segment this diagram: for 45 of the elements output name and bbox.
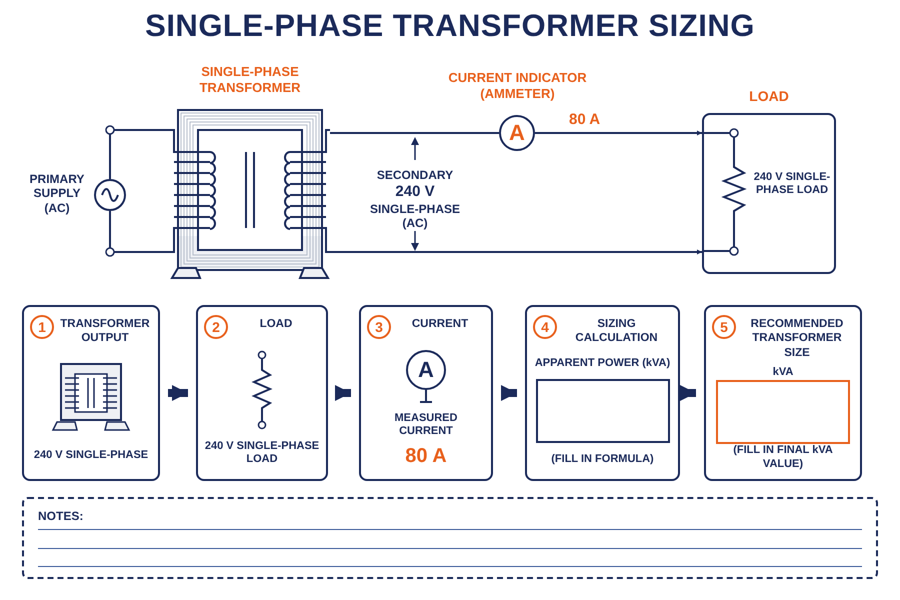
card-text: MEASURED CURRENT — [394, 412, 458, 438]
notes-box — [22, 497, 878, 579]
ammeter-letter: A — [417, 358, 435, 382]
title: SINGLE-PHASE TRANSFORMER SIZING — [144, 8, 756, 44]
arrow — [535, 130, 702, 136]
step-card — [359, 305, 493, 481]
card-text: APPARENT POWER (kVA) — [534, 356, 670, 370]
notes-heading: NOTES: — [38, 509, 84, 524]
card-heading: RECOMMENDED TRANSFORMER SIZE — [750, 317, 844, 360]
step-number: 1 — [30, 315, 54, 339]
step-number: 2 — [204, 315, 228, 339]
step-card — [525, 305, 680, 481]
step-card — [196, 305, 328, 481]
card-text: (FILL IN FINAL kVA VALUE) — [732, 444, 834, 471]
step-card — [22, 305, 160, 481]
block-arrow — [501, 385, 517, 401]
secondary-label: SINGLE-PHASE (AC) — [368, 202, 461, 231]
card-text: kVA — [772, 366, 794, 380]
secondary-label: SECONDARY — [376, 168, 454, 182]
step-number: 4 — [533, 315, 557, 339]
step-number: 5 — [712, 315, 736, 339]
step-number: 3 — [367, 315, 391, 339]
block-arrow — [168, 385, 188, 401]
secondary-label: 240 V — [394, 183, 436, 201]
load-text: 240 V SINGLE-PHASE LOAD — [752, 171, 832, 198]
card-text: 240 V SINGLE-PHASE LOAD — [204, 440, 320, 466]
source-label: PRIMARY SUPPLY (AC) — [28, 172, 86, 216]
card-heading: CURRENT — [410, 317, 470, 332]
card-heading: LOAD — [258, 317, 294, 332]
card-heading: TRANSFORMER OUTPUT — [59, 317, 151, 346]
load-heading: LOAD — [748, 88, 790, 105]
card-text: 240 V SINGLE-PHASE — [34, 449, 148, 462]
block-arrow — [335, 385, 351, 401]
card-heading: SIZING CALCULATION — [574, 317, 659, 346]
ammeter-label: CURRENT INDICATOR (AMMETER) — [447, 70, 588, 102]
wire — [109, 129, 170, 179]
value-text: 80 A — [405, 444, 447, 468]
card-text: (FILL IN FORMULA) — [551, 453, 654, 466]
ammeter-symbol: A — [499, 115, 535, 151]
wire — [109, 211, 170, 253]
wire — [330, 132, 499, 134]
step-card — [704, 305, 862, 481]
arrow — [330, 250, 702, 254]
transformer-heading: SINGLE-PHASE TRANSFORMER — [198, 64, 302, 96]
block-arrow — [680, 385, 696, 401]
